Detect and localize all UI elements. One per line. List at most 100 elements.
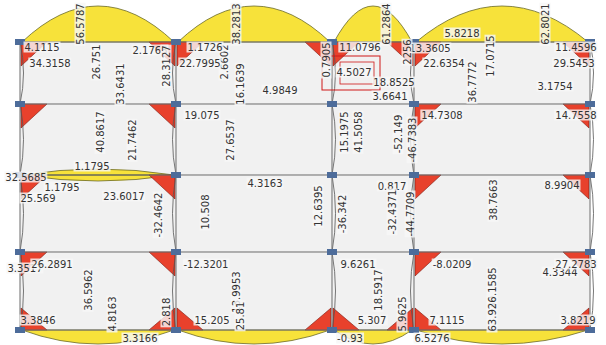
moment-value: 11.0796 bbox=[338, 42, 381, 53]
column-moment bbox=[20, 104, 24, 175]
moment-value: -46.7383 bbox=[407, 117, 418, 164]
moment-value: 15.205 bbox=[194, 315, 231, 326]
moment-value: -8.0209 bbox=[432, 259, 473, 270]
span-moment bbox=[178, 6, 330, 42]
moment-value: 26.751 bbox=[91, 44, 102, 81]
column-moment bbox=[173, 42, 177, 104]
moment-value: 3.3166 bbox=[122, 332, 159, 343]
moment-value: 63.926 bbox=[487, 296, 498, 333]
joint-marker bbox=[171, 101, 181, 107]
moment-value: 1.1726 bbox=[187, 42, 224, 53]
moment-value: 27.6537 bbox=[225, 118, 236, 161]
moment-value: 15.1975 bbox=[339, 110, 350, 153]
moment-value: 33.6431 bbox=[115, 62, 126, 105]
beam-line bbox=[20, 104, 590, 105]
moment-value: 40.8617 bbox=[95, 110, 106, 153]
end-moment bbox=[333, 308, 359, 330]
moment-value: 34.3158 bbox=[28, 58, 71, 69]
moment-value: 26.2891 bbox=[30, 259, 73, 270]
column-line bbox=[590, 42, 591, 330]
moment-value: 32.5685 bbox=[4, 172, 47, 183]
column-moment bbox=[173, 252, 177, 330]
moment-value: 5.9625 bbox=[397, 296, 408, 333]
moment-value: 63.926 bbox=[487, 296, 498, 333]
moment-value: 34.3158 bbox=[28, 58, 71, 69]
joint-marker bbox=[327, 172, 337, 178]
moment-value: 18.8525 bbox=[372, 77, 415, 88]
moment-value: 40.8617 bbox=[95, 110, 106, 153]
column-line bbox=[176, 42, 177, 330]
moment-value: 3.3846 bbox=[20, 315, 57, 326]
moment-value: 25.569 bbox=[20, 193, 57, 204]
moment-value: -44.7709 bbox=[405, 191, 416, 238]
moment-value: 32.5685 bbox=[4, 172, 47, 183]
moment-value: 36.5962 bbox=[83, 268, 94, 311]
joint-marker bbox=[15, 249, 25, 255]
moment-value: 38.7663 bbox=[488, 178, 499, 221]
joint-marker bbox=[409, 249, 419, 255]
moment-value: 9.6261 bbox=[340, 259, 377, 270]
moment-value: 4.5027 bbox=[336, 67, 373, 78]
end-moment bbox=[305, 308, 331, 330]
joint-marker bbox=[15, 327, 25, 333]
moment-value: 3.3166 bbox=[122, 332, 159, 343]
moment-value: 1.1795 bbox=[44, 182, 81, 193]
moment-value: 29.5453 bbox=[552, 58, 595, 69]
moment-value: 6.5276 bbox=[414, 332, 451, 343]
moment-value: 38.2813 bbox=[231, 2, 242, 45]
moment-value: 5.8218 bbox=[444, 28, 481, 39]
joint-marker bbox=[327, 101, 337, 107]
moment-value: 4.3163 bbox=[247, 178, 284, 189]
moment-value: 1.1795 bbox=[44, 182, 81, 193]
moment-value: 5.307 bbox=[357, 315, 388, 326]
moment-value: 23.6017 bbox=[102, 191, 145, 202]
moment-value: -32.4642 bbox=[153, 192, 164, 239]
moment-value: -0.93 bbox=[336, 332, 364, 343]
moment-value: 14.7308 bbox=[420, 110, 463, 121]
moment-value: 27.2783 bbox=[554, 259, 597, 270]
moment-value: 38.7663 bbox=[488, 178, 499, 221]
moment-value: 11.4596 bbox=[554, 42, 597, 53]
moment-value: 11.0796 bbox=[338, 42, 381, 53]
moment-value: 19.075 bbox=[184, 110, 221, 121]
joint-marker bbox=[585, 327, 595, 333]
joint-marker bbox=[171, 39, 181, 45]
column-moment bbox=[173, 104, 177, 175]
moment-value: 22.6354 bbox=[422, 58, 465, 69]
joint-marker bbox=[171, 327, 181, 333]
frame-cell bbox=[176, 252, 332, 330]
moment-value: 11.4596 bbox=[554, 42, 597, 53]
frame-cell bbox=[414, 175, 590, 252]
moment-value: 56.5787 bbox=[75, 2, 86, 45]
moment-value: 3.3846 bbox=[20, 315, 57, 326]
beam-line bbox=[20, 42, 590, 43]
moment-value: 5.9625 bbox=[397, 296, 408, 333]
moment-value: 18.5917 bbox=[373, 268, 384, 311]
column-moment bbox=[332, 175, 336, 252]
moment-value: 62.8021 bbox=[540, 2, 551, 45]
moment-value: -52.149 bbox=[393, 114, 404, 155]
column-line bbox=[20, 42, 21, 330]
moment-value: -44.7709 bbox=[405, 191, 416, 238]
moment-value: 3.6641 bbox=[372, 91, 409, 102]
column-line bbox=[332, 42, 333, 330]
frame-cell bbox=[176, 104, 332, 175]
moment-value: -8.0209 bbox=[432, 259, 473, 270]
moment-value: -12.3201 bbox=[183, 259, 230, 270]
moment-value: 13.3605 bbox=[408, 43, 451, 54]
moment-value: 12.6395 bbox=[313, 184, 324, 227]
moment-value: -36.342 bbox=[337, 194, 348, 235]
moment-value: 25.81 bbox=[235, 301, 246, 332]
moment-value: 10.508 bbox=[200, 194, 211, 231]
moment-value: 36.5962 bbox=[83, 268, 94, 311]
moment-value: 22.6354 bbox=[422, 58, 465, 69]
joint-marker bbox=[585, 172, 595, 178]
end-moment bbox=[21, 104, 47, 128]
moment-value: 7.1115 bbox=[429, 315, 466, 326]
moment-value: 1.1795 bbox=[74, 161, 111, 172]
moment-value: -46.7383 bbox=[407, 117, 418, 164]
end-moment bbox=[149, 104, 175, 128]
frame-cell bbox=[20, 252, 176, 330]
joint-marker bbox=[327, 249, 337, 255]
